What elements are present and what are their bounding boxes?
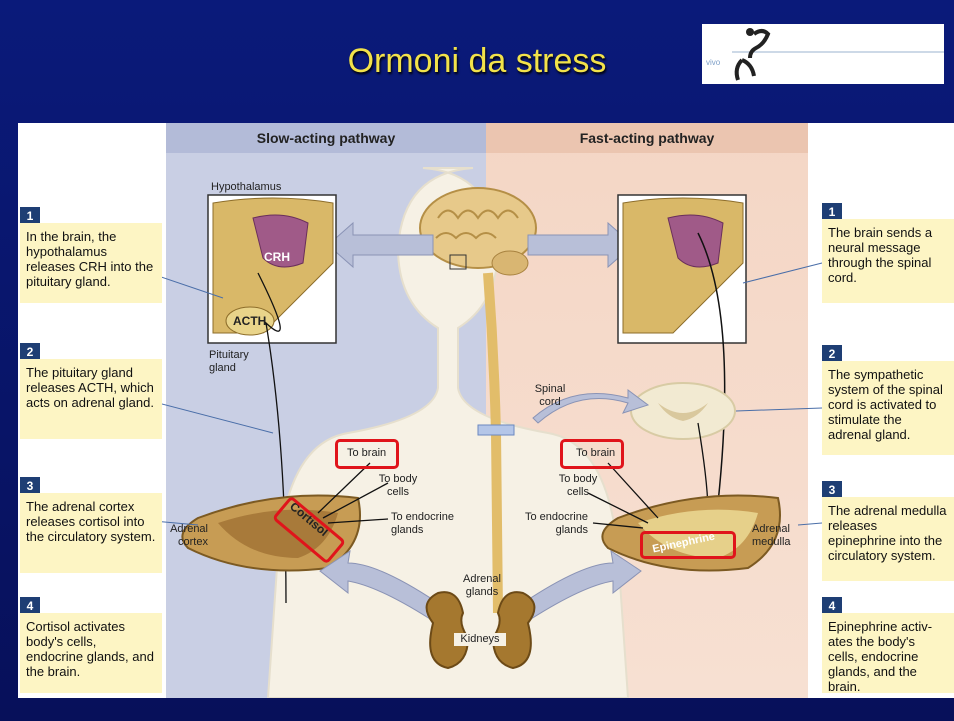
label-right-to-endocrine: To endocrine glands [522,511,588,537]
logo-word: vivo [706,58,720,67]
label-hypothalamus: Hypothalamus [211,181,281,194]
fast-pathway-header: Fast-acting pathway [486,123,808,153]
right-step-2-text: The sympathetic system of the spinal cor… [822,361,954,455]
left-step-3-text: The adrenal cortex releases cortisol int… [20,493,162,573]
stress-hormone-figure: Slow-acting pathway Fast-acting pathway … [18,123,954,698]
left-step-2-text: The pituitary gland releases ACTH, which… [20,359,162,439]
label-left-to-body-cells: To body cells [376,473,420,499]
logo: vivo [702,24,944,84]
label-pituitary-gland: Pituitary gland [209,349,259,375]
left-step-1-text: In the brain, the hypothalamus releases … [20,223,162,303]
label-kidneys: Kidneys [454,633,506,646]
highlight-left-to-brain [335,439,399,469]
highlight-right-to-brain [560,439,624,469]
label-adrenal-medulla: Adrenal medulla [752,523,802,549]
right-step-4-text: Epinephrine activ-ates the body's cells,… [822,613,954,693]
label-spinal-cord: Spinal cord [528,383,572,409]
dancer-logo-icon [702,24,944,84]
label-crh: CRH [264,251,290,264]
label-adrenal-glands: Adrenal glands [458,573,506,599]
right-step-3-text: The adrenal medulla releases epinephrine… [822,497,954,581]
label-acth: ACTH [233,315,266,328]
spinal-cross-section [631,383,735,439]
highlight-epinephrine [640,531,736,559]
label-right-to-body-cells: To body cells [556,473,600,499]
left-step-4-text: Cortisol activates body's cells, endocri… [20,613,162,693]
label-left-to-endocrine: To endocrine glands [391,511,455,537]
label-adrenal-cortex: Adrenal cortex [158,523,208,549]
right-step-1-text: The brain sends a neural message through… [822,219,954,303]
slow-pathway-header: Slow-acting pathway [166,123,486,153]
